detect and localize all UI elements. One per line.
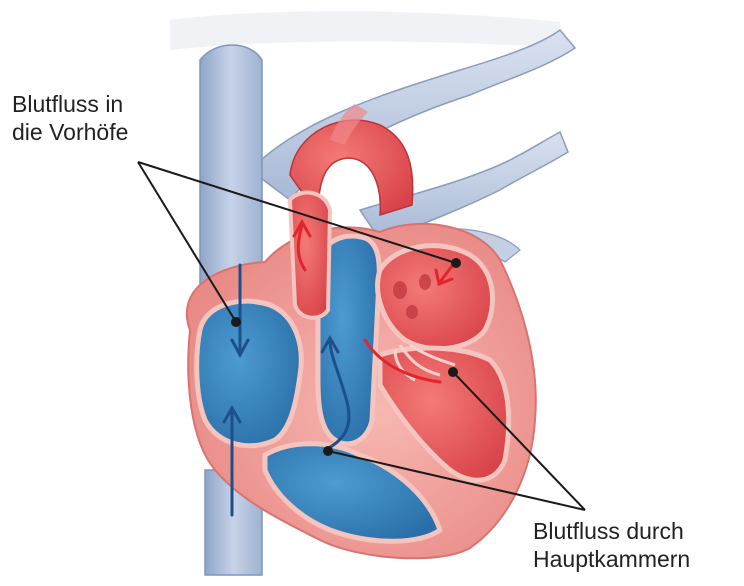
label-atria-flow: Blutfluss in die Vorhöfe [12, 90, 128, 146]
background-vessels [170, 11, 560, 50]
label-atria-line1: Blutfluss in [12, 90, 128, 118]
label-ventricles-flow: Blutfluss durch Hauptkammern [533, 517, 690, 573]
dot-right-ventricle [323, 446, 333, 456]
dot-left-ventricle [448, 367, 458, 377]
right-atrium [197, 301, 302, 446]
left-atrium [378, 246, 493, 349]
dot-right-atrium [231, 317, 241, 327]
label-ventricles-line1: Blutfluss durch [533, 517, 690, 545]
label-ventricles-line2: Hauptkammern [533, 545, 690, 573]
label-atria-line2: die Vorhöfe [12, 118, 128, 146]
dot-left-atrium [451, 258, 461, 268]
